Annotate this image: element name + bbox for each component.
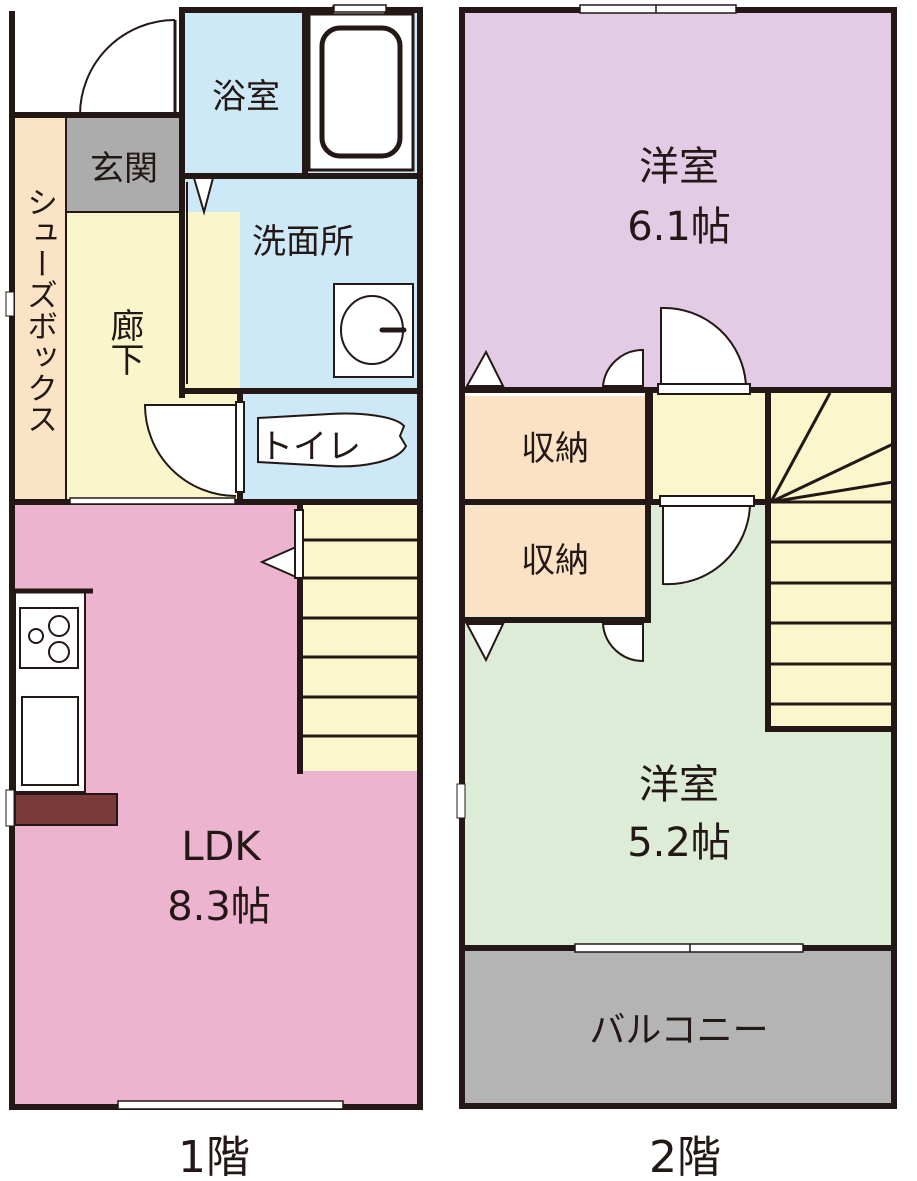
stairs-2f: [769, 392, 894, 706]
west-bottom-door: [659, 495, 755, 586]
shoes-area: [12, 117, 66, 501]
stairs-1f-area: [303, 505, 417, 771]
closet-top-door: [465, 348, 644, 387]
label-senmen: 洗面所: [252, 222, 354, 262]
label-bath: 浴室: [212, 77, 280, 117]
label-rouka: 廊下: [104, 308, 144, 376]
label-balcony: バルコニー: [589, 1010, 768, 1051]
west-top-door: [657, 306, 751, 395]
ldk-door: [259, 509, 304, 579]
balcony-window: [574, 943, 804, 953]
stairs-2f-area: [771, 393, 893, 729]
closet-top-area: [463, 396, 645, 499]
bath-window: [333, 4, 387, 13]
ldk-window: [117, 1100, 344, 1110]
genkan-area: [66, 117, 182, 212]
label-west-top-size: 6.1帖: [627, 204, 731, 250]
kitchen-counter: [12, 588, 118, 826]
hall-sliding-door: [69, 497, 236, 505]
hall-2f-area: [652, 393, 768, 501]
label-closet-bottom: 収納: [521, 541, 589, 581]
label-genkan: 玄関: [90, 149, 158, 189]
kitchen-window: [5, 789, 15, 827]
label-west-bottom-size: 5.2帖: [627, 820, 731, 866]
floor2-plan: 洋室 6.1帖 収納 収納 洋室 5.2帖 バルコニー: [456, 4, 897, 1109]
toilet-bowl: [257, 412, 408, 468]
stairs-1f: [303, 538, 417, 738]
west-top-window: [579, 4, 737, 14]
caption-floor1: 1階: [178, 1132, 250, 1181]
washroom-door: [186, 177, 215, 384]
closet-bottom-door: [465, 623, 644, 663]
floor1-plan: 浴室 玄関 洗面所 シューズボックス 廊下 トイレ LDK 8.3帖: [5, 4, 423, 1110]
label-ldk: LDK: [181, 824, 262, 870]
label-west-bottom: 洋室: [639, 762, 719, 808]
shoes-window: [5, 291, 15, 317]
toilet-door: [143, 401, 245, 497]
label-closet-top: 収納: [521, 429, 589, 469]
label-ldk-size: 8.3帖: [167, 884, 271, 930]
west-bottom-side-window: [456, 783, 466, 819]
label-west-top: 洋室: [639, 144, 719, 190]
label-shoes: シューズボックス: [21, 186, 57, 434]
caption-floor2: 2階: [649, 1132, 721, 1181]
sink: [333, 283, 414, 378]
bathtub: [307, 5, 415, 172]
balcony-area: [462, 951, 894, 1105]
label-toilet: トイレ: [259, 427, 361, 467]
entrance-door: [79, 19, 177, 116]
closet-bottom-refill: [463, 506, 645, 616]
